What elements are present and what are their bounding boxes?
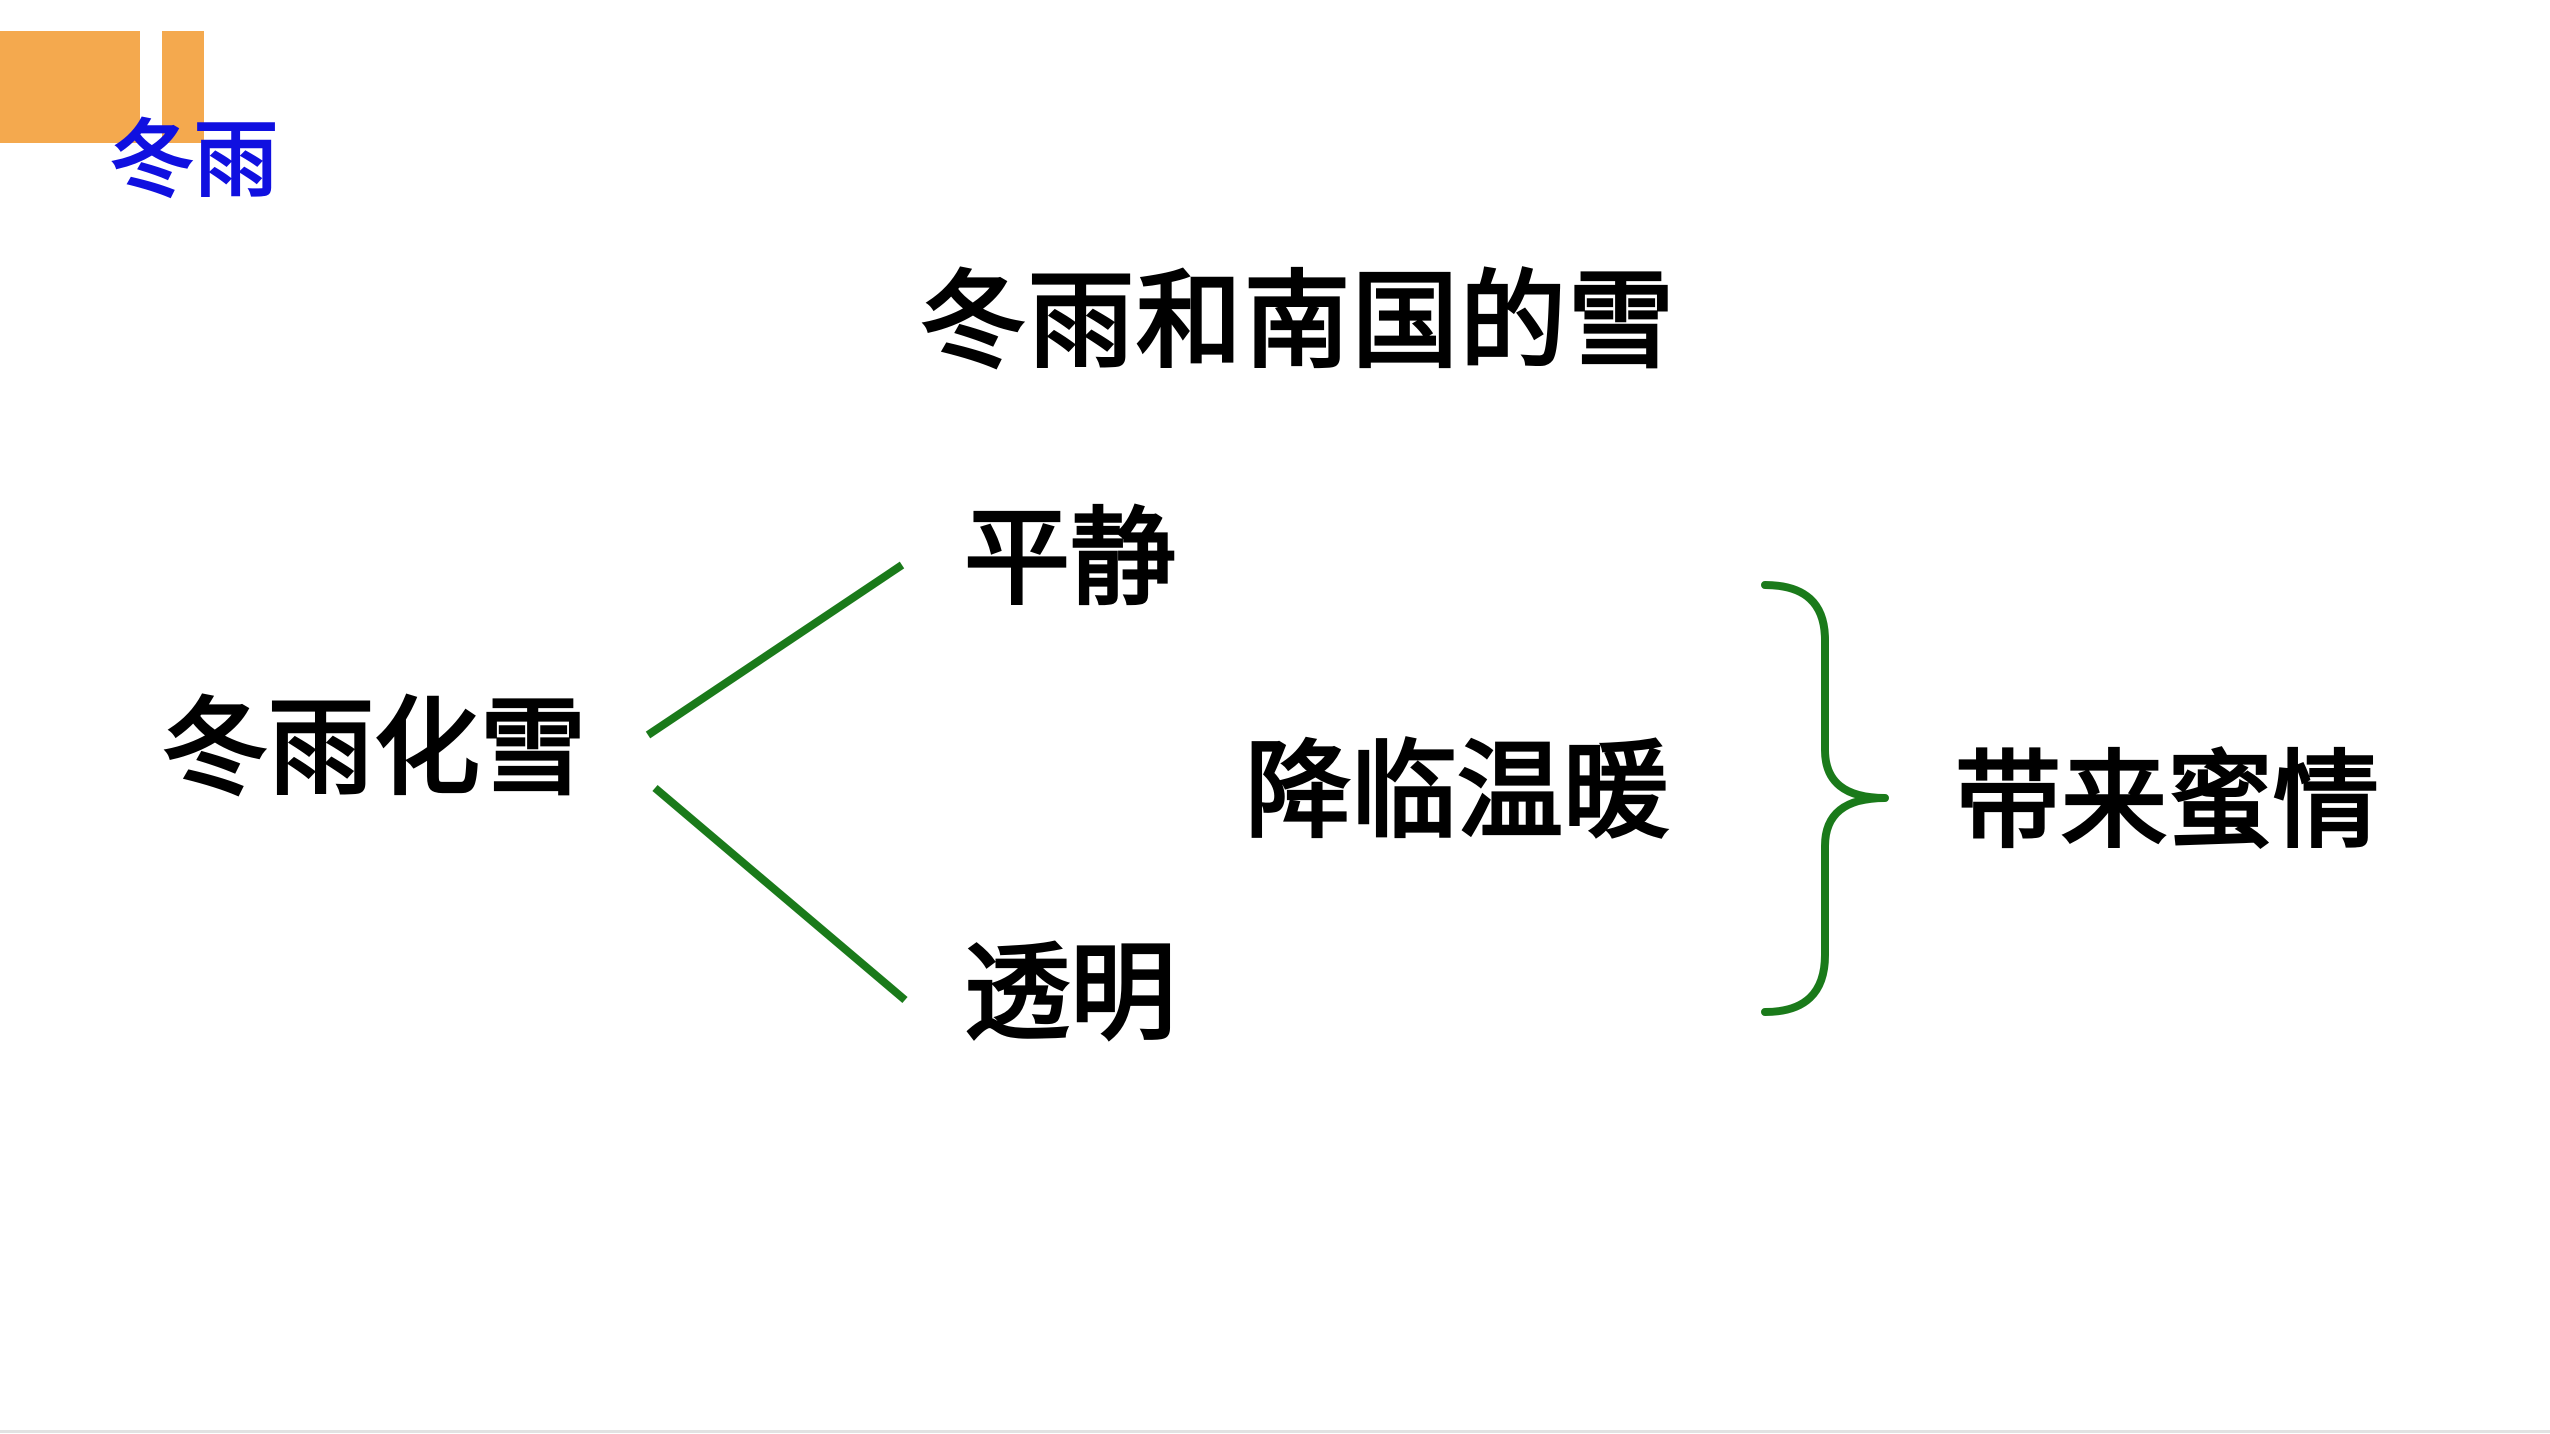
node-calm: 平静: [964, 495, 1176, 620]
node-transparent: 透明: [964, 930, 1176, 1055]
connector-line-lower: [652, 784, 908, 1004]
node-brings-sweetness: 带来蜜情: [1955, 738, 2379, 863]
orange-accent-block: [0, 31, 140, 143]
right-curly-brace: [1761, 581, 1889, 1016]
bottom-divider: [0, 1430, 2550, 1433]
lesson-title: 冬雨: [110, 110, 279, 209]
connector-line-upper: [645, 561, 905, 739]
diagram-title: 冬雨和南国的雪: [920, 258, 1676, 383]
orange-accent-strip: [162, 31, 204, 143]
node-winter-rain-to-snow: 冬雨化雪: [162, 685, 586, 810]
node-warmth-arrives: 降临温暖: [1245, 728, 1669, 853]
